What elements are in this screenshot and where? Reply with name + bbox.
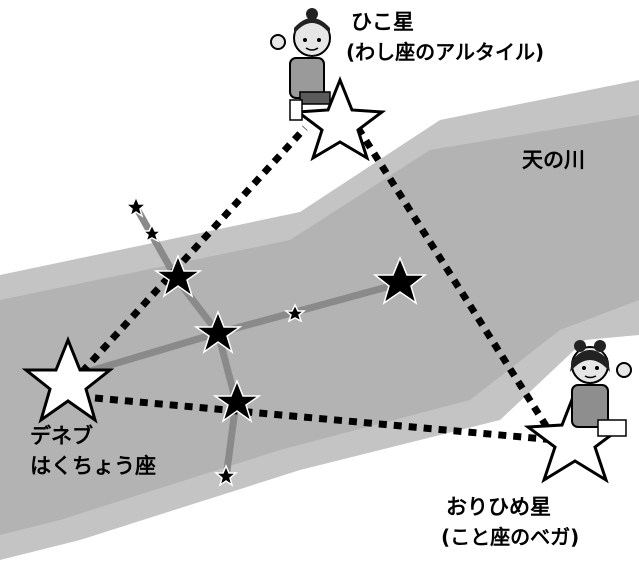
large-star-icon bbox=[212, 378, 262, 423]
deneb-constellation-label: はくちょう座 bbox=[30, 454, 156, 478]
large-star-icon bbox=[153, 253, 203, 298]
small-star-icon bbox=[283, 303, 307, 323]
orihime-character-icon bbox=[570, 340, 632, 437]
vega-name-label: おりひめ星 bbox=[446, 495, 551, 519]
deneb-name-label: デネブ bbox=[30, 424, 93, 448]
hikoboshi-character-icon bbox=[270, 8, 331, 121]
line-deneb-vega bbox=[94, 394, 556, 444]
altair-star-icon bbox=[293, 75, 387, 162]
altair-name-label: ひこ星 bbox=[351, 10, 414, 34]
cygnus-stars bbox=[123, 195, 428, 487]
altair-constellation-label: (わし座のアルタイル) bbox=[346, 40, 545, 64]
deneb-star-icon bbox=[21, 335, 115, 424]
vega-constellation-label: (こと座のベガ) bbox=[441, 525, 580, 549]
small-star-icon bbox=[123, 195, 149, 218]
milky-way-label: 天の川 bbox=[522, 148, 585, 172]
small-star-icon bbox=[140, 223, 164, 243]
large-star-icon bbox=[193, 309, 243, 354]
line-deneb-altair bbox=[79, 125, 308, 375]
large-star-icon bbox=[372, 256, 428, 305]
small-star-icon bbox=[213, 464, 239, 487]
summer-triangle-lines bbox=[79, 125, 558, 444]
milky-way-inner bbox=[0, 115, 639, 535]
line-altair-vega bbox=[355, 126, 558, 442]
